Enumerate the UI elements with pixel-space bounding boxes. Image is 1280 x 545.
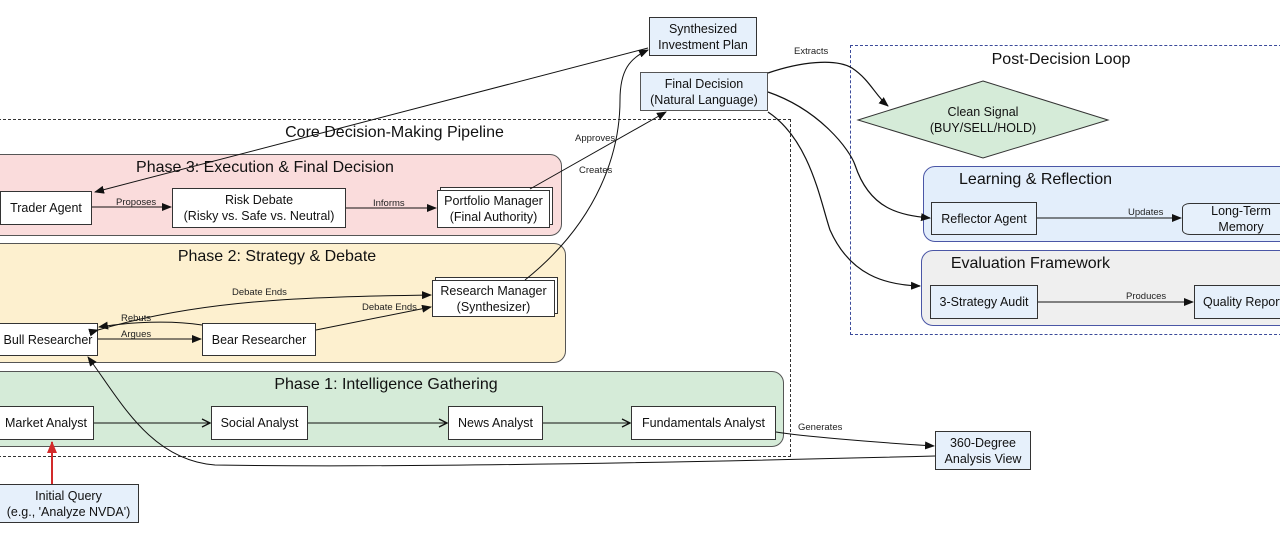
fundamentals-analyst-node[interactable]: Fundamentals Analyst — [631, 406, 776, 440]
label-creates: Creates — [579, 165, 613, 176]
investment-plan-node[interactable]: Synthesized Investment Plan — [649, 17, 757, 56]
long-term-memory-node[interactable]: Long-Term Memory — [1182, 203, 1280, 235]
label-proposes: Proposes — [116, 197, 157, 208]
label-produces: Produces — [1126, 291, 1167, 302]
label-debate-ends-bear: Debate Ends — [362, 302, 417, 313]
initial-query-node[interactable]: Initial Query (e.g., 'Analyze NVDA') — [0, 484, 139, 523]
label-rebuts: Rebuts — [121, 313, 152, 324]
clean-signal-label: Clean Signal (BUY/SELL/HOLD) — [929, 105, 1037, 135]
learning-reflection-title: Learning & Reflection — [959, 171, 1112, 188]
strategy-audit-node[interactable]: 3-Strategy Audit — [930, 285, 1038, 319]
label-generates: Generates — [798, 422, 843, 433]
social-analyst-node[interactable]: Social Analyst — [211, 406, 308, 440]
quality-report-label: Quality Report — [1203, 295, 1280, 309]
reflector-agent-node[interactable]: Reflector Agent — [931, 202, 1037, 235]
post-decision-title: Post-Decision Loop — [991, 51, 1131, 68]
label-argues: Argues — [121, 329, 152, 340]
market-analyst-node[interactable]: Market Analyst — [0, 406, 94, 440]
bull-researcher-node[interactable]: Bull Researcher — [0, 323, 98, 356]
phase-1-title: Phase 1: Intelligence Gathering — [274, 376, 498, 393]
label-informs: Informs — [373, 198, 405, 209]
label-debate-ends-top: Debate Ends — [232, 287, 287, 298]
label-approves: Approves — [575, 133, 616, 144]
edge-generates — [775, 431, 935, 450]
portfolio-manager-node[interactable]: Portfolio Manager (Final Authority) — [437, 190, 550, 228]
phase-3-title: Phase 3: Execution & Final Decision — [136, 159, 394, 176]
long-term-memory-label: Long-Term Memory — [1211, 204, 1271, 234]
final-decision-node[interactable]: Final Decision (Natural Language) — [640, 72, 768, 111]
quality-report-node[interactable]: Quality Report — [1194, 285, 1280, 319]
analysis-view-node[interactable]: 360-Degree Analysis View — [935, 431, 1031, 470]
news-analyst-node[interactable]: News Analyst — [448, 406, 543, 440]
risk-debate-node[interactable]: Risk Debate (Risky vs. Safe vs. Neutral) — [172, 188, 346, 228]
trader-agent-node[interactable]: Trader Agent — [0, 191, 92, 225]
evaluation-framework-title: Evaluation Framework — [950, 255, 1110, 272]
research-manager-node[interactable]: Research Manager (Synthesizer) — [432, 280, 555, 317]
label-extracts: Extracts — [794, 46, 829, 57]
core-pipeline-title: Core Decision-Making Pipeline — [285, 124, 504, 141]
bear-researcher-node[interactable]: Bear Researcher — [202, 323, 316, 356]
phase-2-title: Phase 2: Strategy & Debate — [177, 248, 377, 265]
label-updates: Updates — [1128, 207, 1164, 218]
